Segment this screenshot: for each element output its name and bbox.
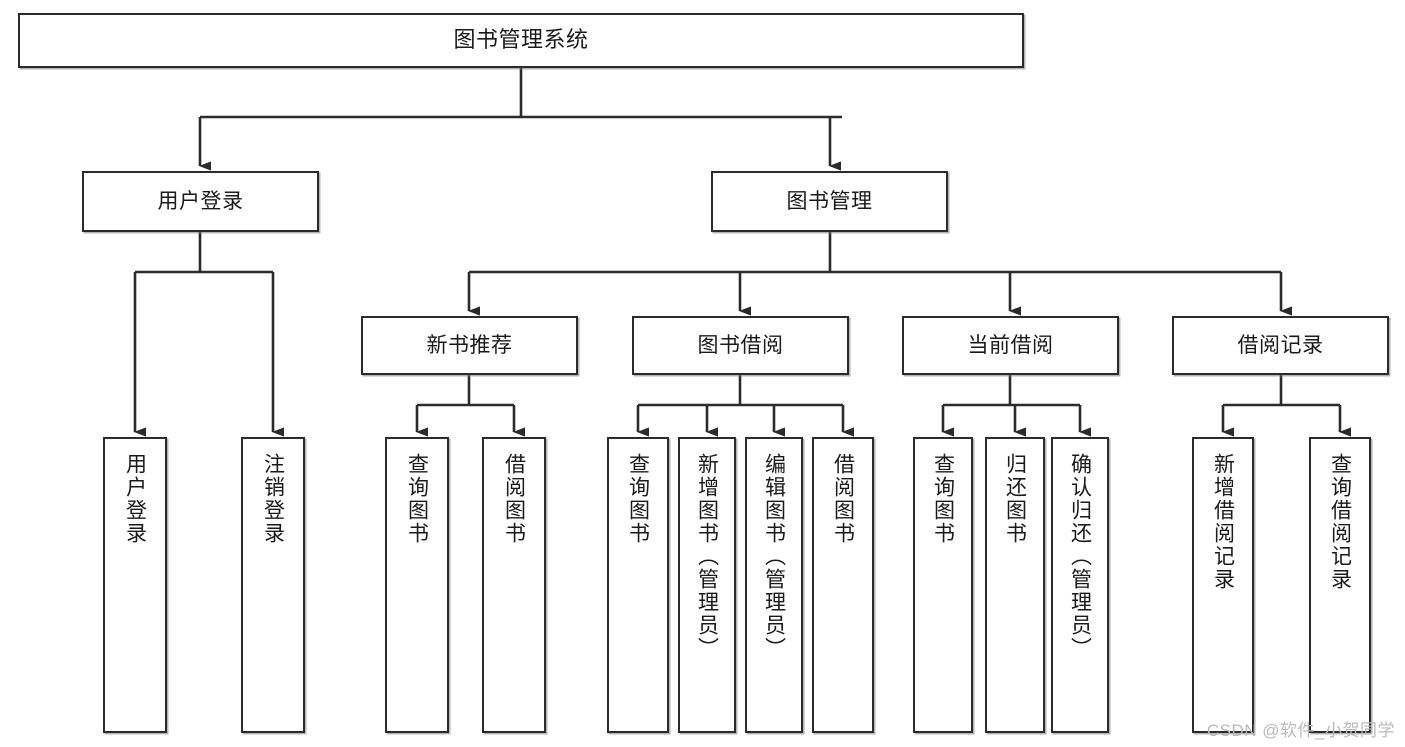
node-leaf-query-book-3[interactable]: 查询图书 [913, 437, 973, 733]
node-leaf-query-book-2[interactable]: 查询图书 [607, 437, 669, 733]
node-user-login[interactable]: 用户登录 [82, 171, 319, 232]
node-leaf-query-book-2-label: 查询图书 [626, 453, 650, 545]
node-leaf-add-book-label: 新增图书（管理员） [695, 453, 719, 660]
node-leaf-borrow-book-1-label: 借阅图书 [502, 453, 526, 545]
node-leaf-edit-book-label: 编辑图书（管理员） [762, 453, 786, 660]
node-leaf-query-record[interactable]: 查询借阅记录 [1309, 437, 1371, 733]
node-leaf-borrow-book-2[interactable]: 借阅图书 [812, 437, 874, 733]
node-current-borrow[interactable]: 当前借阅 [902, 316, 1119, 375]
node-leaf-return-book[interactable]: 归还图书 [985, 437, 1045, 733]
node-leaf-query-record-label: 查询借阅记录 [1328, 453, 1352, 591]
node-root[interactable]: 图书管理系统 [18, 13, 1024, 68]
node-new-book-recommend[interactable]: 新书推荐 [361, 316, 578, 375]
node-leaf-borrow-book-1[interactable]: 借阅图书 [482, 437, 546, 733]
node-leaf-query-book-1[interactable]: 查询图书 [385, 437, 449, 733]
node-leaf-add-record-label: 新增借阅记录 [1211, 453, 1235, 591]
node-root-label: 图书管理系统 [453, 27, 589, 53]
node-leaf-logout-login-label: 注销登录 [261, 453, 285, 545]
node-leaf-borrow-book-2-label: 借阅图书 [831, 453, 855, 545]
node-book-borrow[interactable]: 图书借阅 [632, 316, 849, 375]
node-book-manage-label: 图书管理 [786, 189, 873, 213]
watermark: CSDN @软件_小贺同学 [1206, 721, 1395, 740]
node-leaf-edit-book[interactable]: 编辑图书（管理员） [745, 437, 803, 733]
node-leaf-logout-login[interactable]: 注销登录 [241, 437, 305, 733]
node-leaf-query-book-1-label: 查询图书 [405, 453, 429, 545]
node-leaf-confirm-return[interactable]: 确认归还（管理员） [1051, 437, 1109, 733]
node-user-login-label: 用户登录 [157, 189, 244, 213]
node-borrow-record-label: 借阅记录 [1237, 333, 1324, 357]
node-leaf-user-login[interactable]: 用户登录 [103, 437, 167, 733]
node-current-borrow-label: 当前借阅 [967, 333, 1054, 357]
node-leaf-query-book-3-label: 查询图书 [931, 453, 955, 545]
node-leaf-confirm-return-label: 确认归还（管理员） [1068, 453, 1092, 660]
node-leaf-add-book[interactable]: 新增图书（管理员） [678, 437, 736, 733]
node-book-borrow-label: 图书借阅 [697, 333, 784, 357]
node-leaf-return-book-label: 归还图书 [1003, 453, 1027, 545]
node-leaf-add-record[interactable]: 新增借阅记录 [1192, 437, 1254, 733]
node-new-book-recommend-label: 新书推荐 [426, 333, 513, 357]
node-borrow-record[interactable]: 借阅记录 [1172, 316, 1389, 375]
node-leaf-user-login-label: 用户登录 [123, 453, 147, 545]
node-book-manage[interactable]: 图书管理 [711, 171, 948, 232]
